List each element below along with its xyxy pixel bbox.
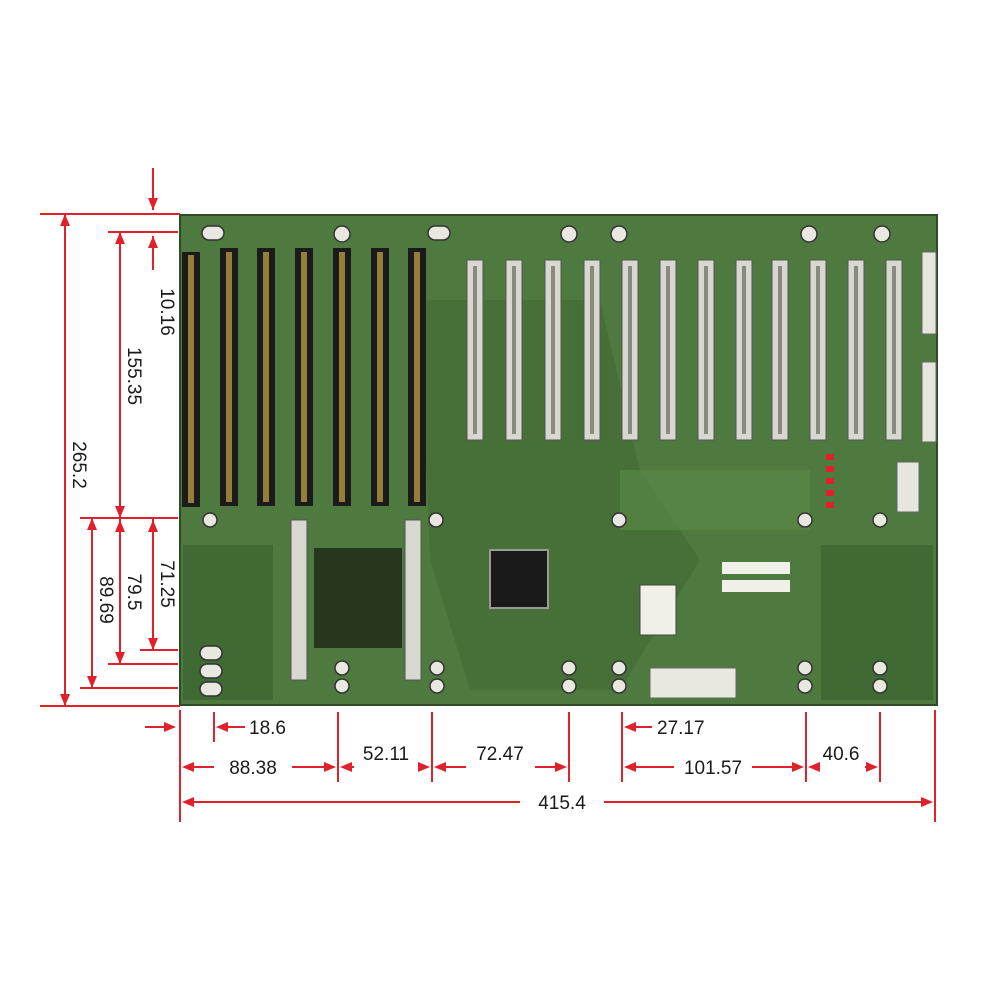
- dim-label-10-16: 10.16: [156, 288, 177, 336]
- mounting-holes-bottom: [199, 512, 888, 697]
- pci-slots: [466, 259, 903, 441]
- dim-label-52-11: 52.11: [363, 744, 409, 765]
- bridge-chip: [489, 549, 549, 609]
- status-leds: [826, 454, 834, 508]
- riser-slots: [290, 519, 422, 681]
- dim-label-40-6: 40.6: [823, 744, 860, 765]
- dim-label-265-2: 265.2: [68, 441, 89, 489]
- vertical-dimension-labels: 265.2 155.35 10.16 89.69 79.5 71.25: [68, 288, 177, 624]
- dim-label-71-25: 71.25: [156, 560, 177, 608]
- power-connectors: [896, 251, 937, 513]
- horizontal-dimension-labels: 18.6 27.17 88.38 52.11 72.47 101.57 40.6…: [229, 718, 859, 814]
- dim-label-101-57: 101.57: [684, 758, 742, 779]
- dim-label-155-35: 155.35: [123, 347, 144, 405]
- dim-label-415-4: 415.4: [538, 793, 586, 814]
- dim-label-79-5: 79.5: [123, 574, 144, 611]
- isa-slots: [182, 248, 426, 507]
- mounting-holes-top: [201, 225, 891, 243]
- dim-label-89-69: 89.69: [95, 576, 116, 624]
- dim-label-72-47: 72.47: [476, 744, 524, 765]
- dim-label-18-6: 18.6: [249, 718, 286, 739]
- backplane-board: [179, 214, 938, 706]
- dim-label-27-17: 27.17: [657, 718, 705, 739]
- dim-label-88-38: 88.38: [229, 758, 277, 779]
- dimension-arrowheads: [60, 198, 933, 807]
